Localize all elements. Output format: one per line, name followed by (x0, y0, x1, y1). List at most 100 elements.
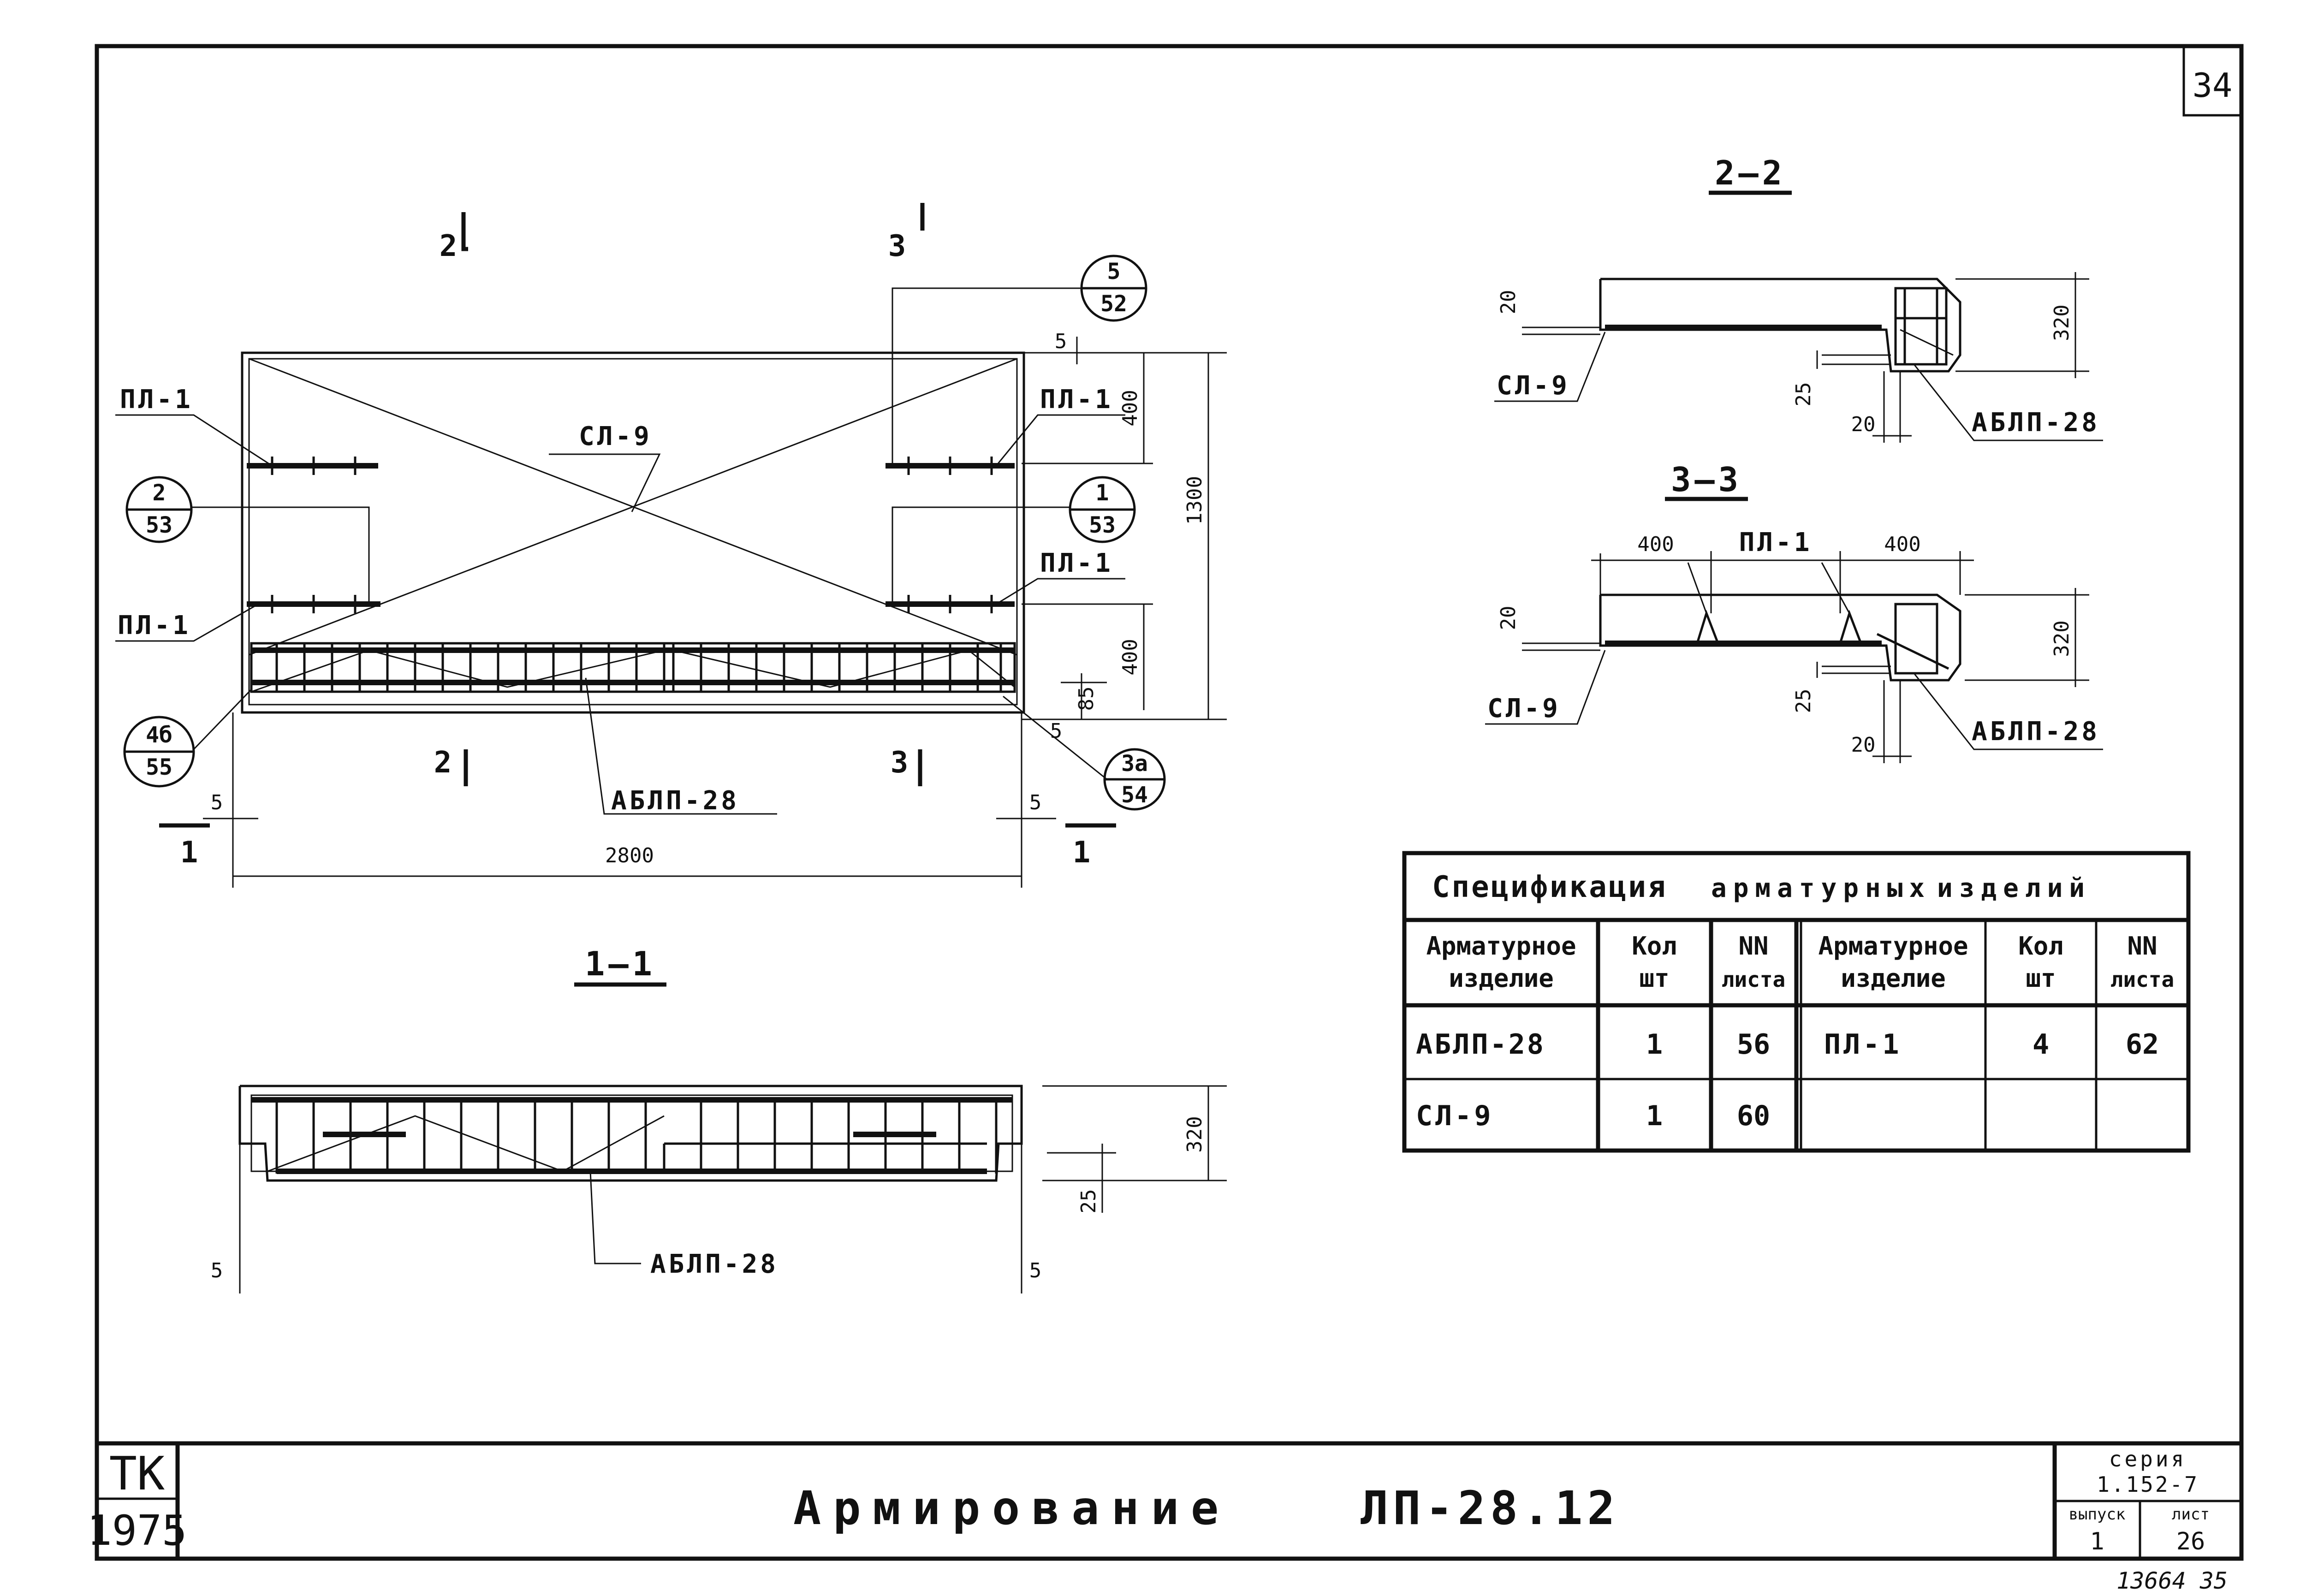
spec-title-word1: Спецификация (1432, 870, 1667, 904)
spec-header-item2-line2: изделие (1841, 964, 1946, 993)
spec-header-item2-line1: Арматурное (1818, 931, 1968, 961)
label-ablp28-section-3: АБЛП-28 (1972, 717, 2100, 747)
issue-label: выпуск (2069, 1505, 2126, 1524)
section-1-1-view (238, 1085, 1227, 1293)
corner-sheet-number: 34 (2193, 66, 2233, 105)
label-pl1-top-right: ПЛ-1 (1040, 385, 1113, 415)
spec-row1-sheet: 56 (1737, 1028, 1770, 1061)
spec-header-sheet2-line1: NN (2127, 931, 2157, 961)
label-ablp28-plan: АБЛП-28 (611, 786, 739, 816)
section-3-3-view (1485, 551, 2103, 763)
issue-value: 1 (2090, 1528, 2104, 1555)
spec-header-qty-line2: шт (1639, 964, 1669, 993)
bubble-5-bottom: 52 (1100, 291, 1127, 317)
series-label: серия (2109, 1447, 2187, 1471)
dim-2-2-cover: 20 (1497, 290, 1520, 314)
series-value: 1.152-7 (2097, 1472, 2199, 1497)
spec-header-qty-line1: Кол (1632, 931, 1677, 961)
dim-3-3-cover: 20 (1497, 606, 1520, 630)
dim-2-2-width: 20 (1851, 413, 1876, 436)
spec-header-sheet2-line2: листа (2110, 967, 2174, 992)
spec-header-sheet-line1: NN (1738, 931, 1768, 961)
dim-top-zone: 400 (1118, 390, 1142, 426)
sheet-frame (95, 44, 2244, 1561)
spec-header-qty2-line1: Кол (2018, 931, 2063, 961)
stamp-top: ТК (109, 1447, 165, 1501)
dim-3-3-width: 20 (1851, 733, 1876, 757)
label-pl1-section-3: ПЛ-1 (1739, 528, 1813, 558)
spec-row2-sheet: 60 (1737, 1100, 1770, 1132)
bubble-5-top: 5 (1107, 259, 1121, 285)
dim-1-1-height: 320 (1183, 1116, 1206, 1152)
spec-header-sheet-line2: листа (1722, 967, 1785, 992)
spec-header-item-line2: изделие (1449, 964, 1554, 993)
section-2-2-view (1494, 272, 2103, 443)
drawing-title-left: Армирование (793, 1481, 1230, 1535)
title-block (97, 1441, 2241, 1559)
dim-right-end: 5 (1029, 791, 1042, 814)
bubble-2-top: 2 (153, 480, 166, 506)
bubble-3a-bottom: 54 (1121, 782, 1148, 808)
cut-1-left: 1 (180, 836, 198, 870)
section-3-3-title: 3—3 (1671, 460, 1742, 499)
stamp-year: 1975 (87, 1507, 187, 1555)
bubble-3a-top: 3а (1121, 751, 1148, 777)
label-pl1-top-left: ПЛ-1 (120, 385, 193, 415)
bubble-2-bottom: 53 (146, 512, 172, 538)
label-sl9-plan: СЛ-9 (579, 421, 652, 451)
dim-overall-height: 1300 (1183, 476, 1206, 525)
spec-row1-sheet2: 62 (2126, 1028, 2159, 1061)
spec-row2-qty: 1 (1646, 1100, 1663, 1132)
drawing-title-right: ЛП-28.12 (1361, 1481, 1620, 1535)
dim-1-1-left-end: 5 (211, 1259, 223, 1282)
cut-3-top: 3 (888, 229, 906, 263)
dim-3-3-step: 25 (1792, 689, 1815, 713)
dim-bottom-zone: 400 (1118, 639, 1142, 675)
label-pl1-bottom-right: ПЛ-1 (1040, 548, 1113, 578)
dim-3-3-right-zone: 400 (1884, 533, 1920, 556)
cut-3-bottom: 3 (891, 746, 909, 780)
label-pl1-bottom-left: ПЛ-1 (118, 611, 191, 641)
spec-row2-item: СЛ-9 (1416, 1100, 1494, 1132)
bubble-1-top: 1 (1096, 480, 1109, 506)
cut-2-bottom: 2 (434, 746, 452, 780)
dim-1-1-right-end: 5 (1029, 1259, 1042, 1282)
sheet-value: 26 (2176, 1528, 2205, 1555)
dim-top-gap: 5 (1055, 330, 1067, 353)
label-ablp28-section-2: АБЛП-28 (1972, 408, 2100, 438)
spec-row1-qty2: 4 (2033, 1028, 2049, 1061)
dim-bottom-offset: 85 (1075, 687, 1098, 711)
dim-1-1-step: 25 (1077, 1189, 1100, 1214)
dim-2-2-height: 320 (2050, 304, 2074, 341)
spec-row1-item: АБЛП-28 (1416, 1028, 1545, 1061)
dim-2-2-step: 25 (1792, 382, 1815, 407)
dim-bottom-gap: 5 (1050, 719, 1063, 743)
plan-view (115, 203, 1125, 828)
reference-bubbles (123, 255, 1166, 811)
dim-overall-length: 2800 (605, 844, 654, 867)
bubble-4b-top: 4б (146, 722, 172, 748)
spec-title-word2: арматурных (1711, 873, 1931, 903)
spec-header-item-line1: Арматурное (1426, 931, 1576, 961)
label-sl9-section-2: СЛ-9 (1497, 371, 1570, 401)
dim-3-3-left-zone: 400 (1637, 533, 1674, 556)
spec-title-word3: изделий (1937, 873, 2091, 903)
cut-1-right: 1 (1073, 836, 1091, 870)
section-1-1-title: 1—1 (585, 944, 656, 983)
label-ablp28-section-1: АБЛП-28 (650, 1249, 779, 1279)
cut-2-top: 2 (440, 229, 458, 263)
footer-note: 13664 35 (2116, 1567, 2228, 1594)
section-2-2-title: 2—2 (1715, 154, 1786, 192)
bubble-4b-bottom: 55 (146, 754, 172, 780)
dim-3-3-height: 320 (2050, 620, 2074, 657)
plan-dimension-lines (203, 337, 1227, 888)
sheet-label: лист (2172, 1505, 2210, 1524)
label-sl9-section-3: СЛ-9 (1487, 694, 1561, 724)
dim-left-end: 5 (211, 791, 223, 814)
spec-table-grid (1402, 851, 2191, 1153)
bubble-1-bottom: 53 (1089, 512, 1116, 538)
spec-row1-item2: ПЛ-1 (1824, 1028, 1902, 1061)
spec-header-qty2-line2: шт (2026, 964, 2056, 993)
spec-row1-qty: 1 (1646, 1028, 1663, 1061)
